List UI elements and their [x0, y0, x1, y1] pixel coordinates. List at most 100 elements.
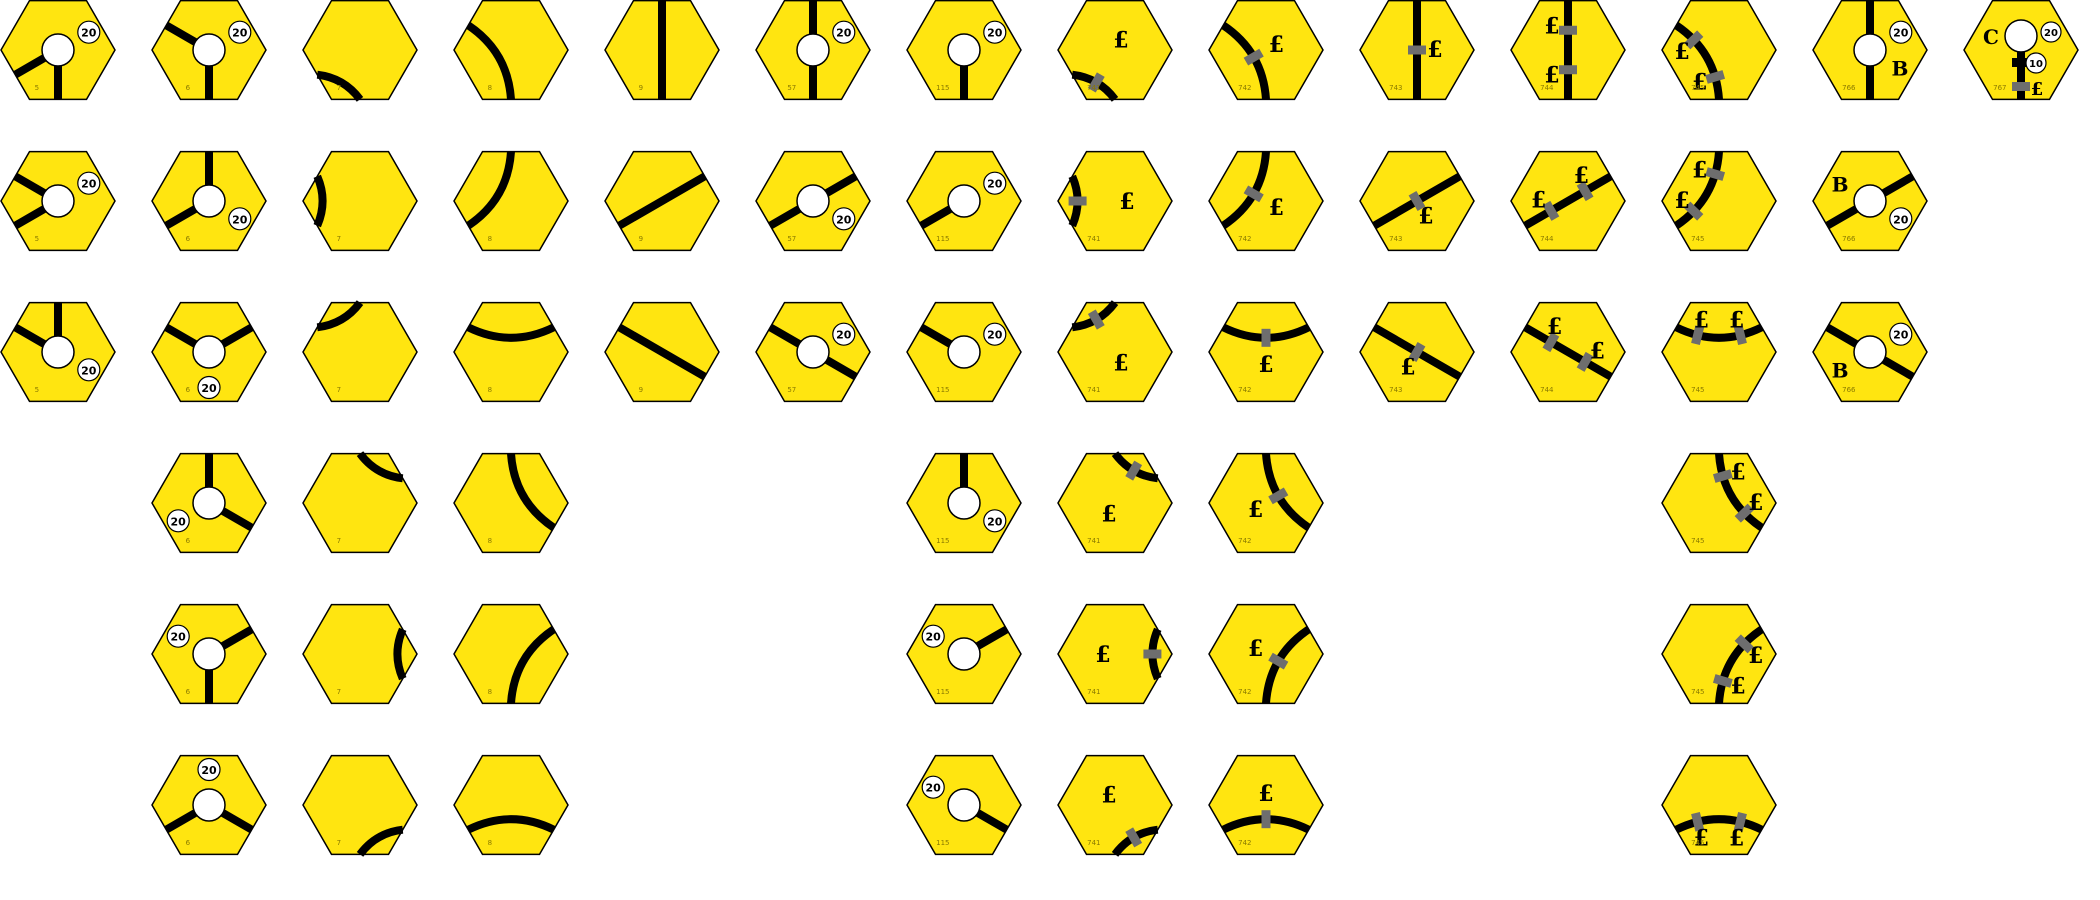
tile-number: 115 — [936, 235, 949, 243]
tile-hex — [1057, 603, 1173, 705]
revenue-value-icon — [166, 624, 190, 648]
tile-number: 6 — [186, 688, 191, 696]
tile-number: 741 — [1087, 84, 1100, 92]
tile-number: 7 — [337, 688, 341, 696]
tile-745: ££745 — [1661, 150, 1777, 252]
town-bar-icon — [1733, 325, 1747, 345]
town-bar-icon — [1408, 190, 1426, 212]
tile-number: 742 — [1238, 537, 1251, 545]
revenue-value: 20 — [232, 213, 248, 226]
revenue-value-icon — [166, 509, 190, 533]
town-bar-icon — [1268, 652, 1289, 670]
tile-742: £742 — [1208, 301, 1324, 403]
town-bar-icon — [1261, 810, 1271, 829]
tile-number: 743 — [1389, 84, 1402, 92]
revenue-value-icon — [1889, 322, 1913, 346]
tile-744: ££744 — [1510, 301, 1626, 403]
tile-6: 20 6 — [151, 301, 267, 403]
pound-sign-icon: £ — [1731, 460, 1746, 486]
tile-number: 6 — [186, 84, 191, 92]
city-circle-icon — [947, 33, 981, 67]
revenue-value-icon — [197, 757, 221, 782]
revenue-value: 20 — [81, 178, 97, 191]
town-bar-icon — [1734, 634, 1754, 654]
revenue-value: 20 — [1893, 27, 1909, 40]
revenue-value: 20 — [81, 27, 97, 40]
revenue-value: 20 — [926, 631, 942, 644]
tile-number: 766 — [1842, 235, 1856, 243]
revenue-value: 20 — [987, 515, 1003, 528]
town-bar-icon — [1243, 48, 1264, 66]
tile-number: 5 — [35, 235, 39, 243]
revenue-value: 20 — [201, 382, 217, 395]
city-circle-icon — [192, 637, 226, 671]
track — [1715, 625, 1765, 704]
town-bar-icon — [1408, 45, 1426, 55]
revenue-value: 20 — [836, 27, 852, 40]
tile-number: 741 — [1087, 537, 1100, 545]
pound-sign-icon: £ — [1248, 636, 1263, 662]
tile-number: 8 — [488, 84, 492, 92]
city-letter: B — [1832, 173, 1849, 197]
tile-742: £742 — [1208, 0, 1324, 101]
track — [316, 300, 364, 332]
revenue-value-icon — [228, 207, 252, 231]
tile-741: £741 — [1057, 451, 1173, 554]
tile-number: 767 — [1993, 84, 2006, 92]
revenue-value-icon — [921, 624, 945, 648]
tile-number: 6 — [186, 386, 191, 394]
tile-741: £741 — [1057, 603, 1173, 705]
tile-hex — [302, 603, 418, 705]
city-circle-icon — [41, 335, 75, 369]
city-circle-icon — [1853, 335, 1887, 369]
city-circle-icon — [796, 335, 830, 369]
tile-number: 115 — [936, 386, 949, 394]
revenue-value-icon — [1889, 20, 1913, 44]
revenue-value: 20 — [987, 27, 1003, 40]
tile-number: 5 — [35, 386, 39, 394]
tile-number: 743 — [1389, 235, 1402, 243]
tile-number: 7 — [337, 235, 341, 243]
revenue-value-icon — [228, 20, 252, 44]
tile-hex — [453, 754, 569, 856]
tile-hex — [453, 0, 569, 101]
tile-8: 8 — [453, 754, 569, 856]
pound-sign-icon: £ — [1694, 308, 1709, 334]
tile-5: 20 5 — [0, 150, 116, 252]
tile-742: £742 — [1208, 754, 1324, 856]
tile-745: ££745 — [1661, 603, 1777, 705]
track — [465, 21, 515, 100]
tile-hex — [1661, 0, 1777, 101]
pound-sign-icon: £ — [1400, 355, 1415, 381]
revenue-value: 20 — [926, 782, 942, 795]
tile-6: 206 — [151, 754, 267, 856]
town-bar-icon — [1261, 328, 1271, 347]
track — [1523, 323, 1613, 381]
town-bar-icon — [1712, 469, 1733, 483]
town-bar-icon — [1125, 460, 1143, 481]
town-bar-icon — [1087, 72, 1105, 93]
tile-hex — [1661, 754, 1777, 856]
tile-5: 20 5 — [0, 301, 116, 403]
pound-sign-icon: £ — [1692, 158, 1707, 184]
revenue-value: 20 — [171, 515, 187, 528]
pound-sign-icon: £ — [1692, 69, 1707, 95]
revenue-value: 20 — [81, 364, 97, 377]
tile-hex — [453, 301, 569, 403]
tile-number: 766 — [1842, 84, 1856, 92]
track — [393, 627, 407, 681]
town-bar-icon — [1712, 674, 1733, 688]
revenue-value-icon — [832, 20, 856, 44]
tile-741: £741 — [1057, 754, 1173, 857]
tile-number: 741 — [1087, 235, 1100, 243]
city-circle-icon — [947, 486, 981, 520]
tile-number: 742 — [1238, 84, 1251, 92]
tile-number: 741 — [1087, 386, 1100, 394]
pound-sign-icon: £ — [1101, 783, 1116, 809]
pound-sign-icon: £ — [1427, 37, 1442, 63]
